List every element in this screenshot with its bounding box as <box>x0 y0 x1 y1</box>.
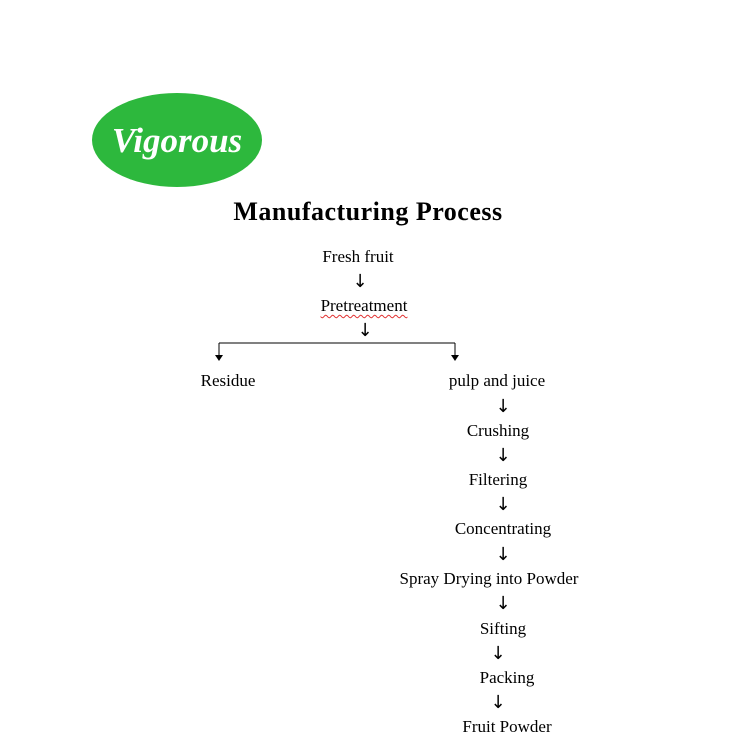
step-sifting: Sifting <box>479 619 527 638</box>
page-title: Manufacturing Process <box>233 197 503 226</box>
step-packing: Packing <box>479 668 535 687</box>
logo-ellipse <box>92 93 262 187</box>
step-fresh-fruit: Fresh fruit <box>322 247 394 266</box>
step-pretreatment-label: Pretreatment <box>320 296 408 315</box>
step-spray-drying: Spray Drying into Powder <box>399 569 579 588</box>
step-concentrating: Concentrating <box>454 519 552 538</box>
step-pretreatment: Pretreatment <box>321 296 408 316</box>
arrow-down-icon: ↓ <box>495 494 511 515</box>
arrow-down-icon: ↓ <box>495 445 511 466</box>
logo-text: Vigorous <box>112 121 242 160</box>
step-residue: Residue <box>200 371 256 390</box>
arrow-down-icon: ↓ <box>352 271 368 292</box>
arrow-down-icon: ↓ <box>490 643 506 664</box>
branch-right-arrowhead-icon <box>451 355 459 361</box>
vigorous-logo: Vigorous <box>92 93 262 187</box>
step-crushing: Crushing <box>466 421 530 440</box>
arrow-down-icon: ↓ <box>490 692 506 713</box>
branch-left-arrowhead-icon <box>215 355 223 361</box>
step-fruit-powder: Fruit Powder <box>462 717 552 736</box>
arrow-down-icon: ↓ <box>495 593 511 614</box>
arrow-down-icon: ↓ <box>357 320 373 341</box>
step-pulp-and-juice: pulp and juice <box>448 371 546 390</box>
step-filtering: Filtering <box>468 470 528 489</box>
arrow-down-icon: ↓ <box>495 544 511 565</box>
arrow-down-icon: ↓ <box>495 396 511 417</box>
